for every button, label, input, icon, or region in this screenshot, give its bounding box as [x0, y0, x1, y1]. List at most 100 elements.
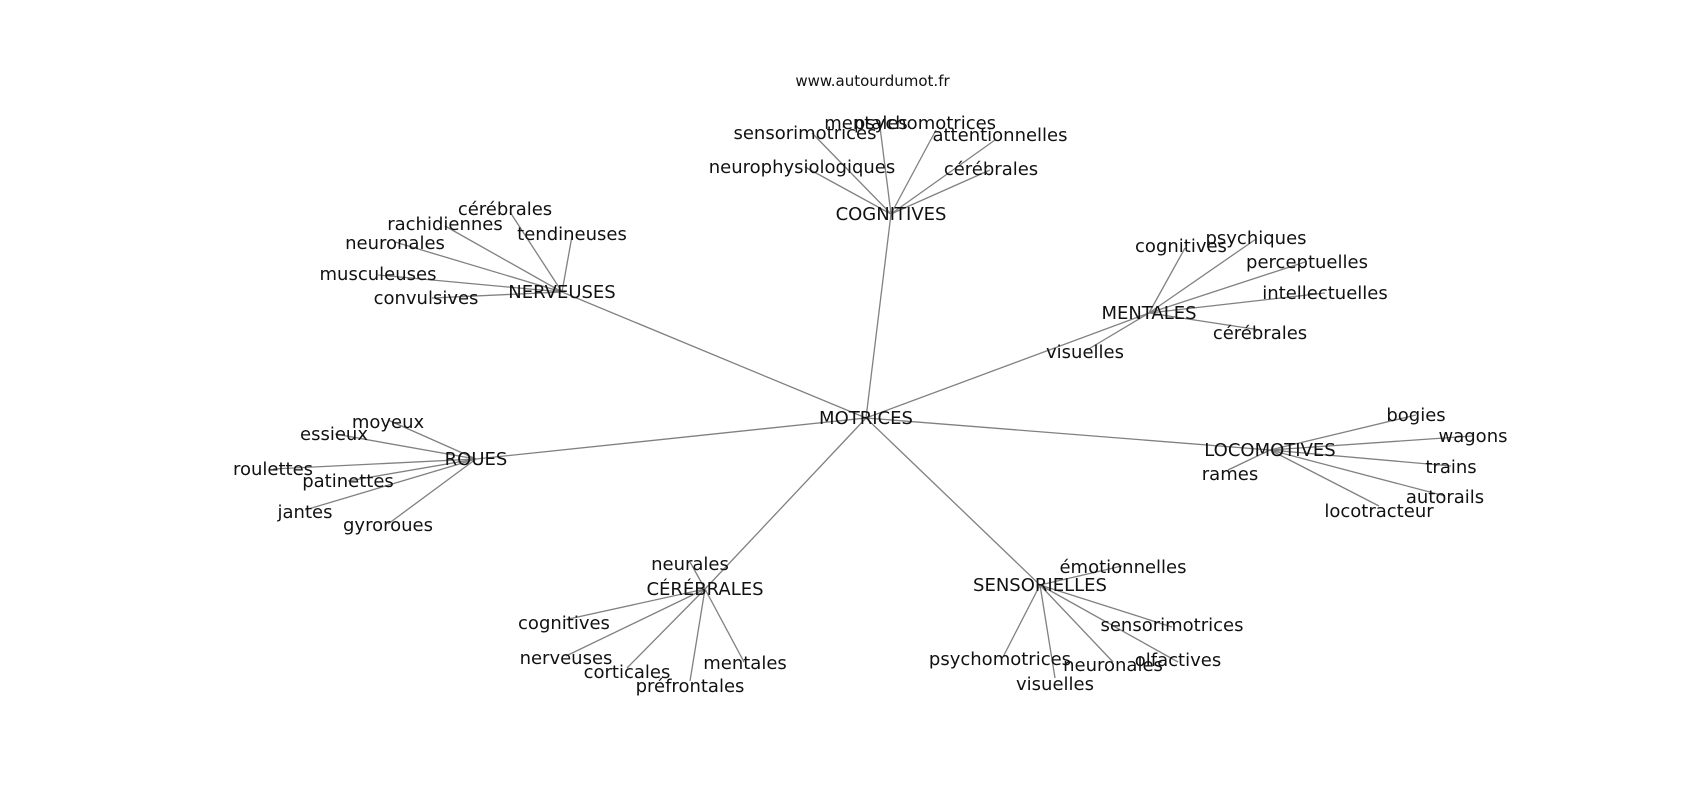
edge-hub-to-leaf [704, 588, 745, 663]
leaf-node-label: trains [1425, 457, 1476, 478]
edge-hub-to-leaf [1086, 312, 1150, 351]
edge-hub-to-leaf [1269, 414, 1417, 451]
leaf-node-label: sensorimotrices [1100, 615, 1243, 636]
edge-hub-to-leaf [387, 419, 477, 460]
edge-hub-to-leaf [804, 166, 892, 215]
leaf-node-label: moyeux [352, 412, 425, 433]
edge-root-to-hub [475, 417, 867, 460]
edge-hub-to-leaf [565, 588, 706, 657]
edge-root-to-hub [865, 417, 1271, 451]
leaf-node-label: préfrontales [636, 676, 745, 697]
edge-hub-to-leaf [304, 458, 477, 511]
hub-node-label: CÉRÉBRALES [646, 578, 763, 600]
leaf-node-label: corticales [584, 662, 671, 683]
leaf-node-label: gyroroues [343, 515, 433, 536]
leaf-node-label: essieux [300, 424, 368, 445]
leaf-node-label: locotracteur [1324, 501, 1434, 522]
edge-hub-to-leaf [626, 588, 706, 669]
labels-layer: MOTRICESCOGNITIVESsensorimotricesmentale… [233, 113, 1508, 697]
edge-hub-to-leaf [334, 433, 477, 460]
leaf-node-label: autorails [1406, 487, 1484, 508]
leaf-node-label: psychiques [1205, 228, 1306, 249]
leaf-node-label: attentionnelles [932, 125, 1067, 146]
leaf-node-label: cérébrales [1213, 323, 1307, 344]
hub-node-label: ROUES [445, 449, 508, 470]
hub-node-label: MENTALES [1101, 303, 1196, 324]
leaf-node-label: wagons [1439, 426, 1508, 447]
leaf-node-label: musculeuses [320, 264, 437, 285]
edge-hub-to-leaf [1148, 261, 1306, 314]
leaf-node-label: mentales [824, 113, 908, 134]
edge-hub-to-leaf [563, 588, 706, 621]
edge-hub-to-leaf [1148, 312, 1261, 331]
leaf-node-label: mentales [703, 653, 787, 674]
hub-node-label: COGNITIVES [836, 204, 947, 225]
leaf-node-label: psychomotrices [854, 113, 996, 134]
edge-hub-to-leaf [377, 274, 563, 293]
edge-hub-to-leaf [689, 588, 706, 682]
edge-hub-to-leaf [431, 291, 563, 299]
leaf-node-label: visuelles [1046, 342, 1124, 363]
leaf-node-label: neuronales [345, 233, 445, 254]
edge-hub-to-leaf [394, 241, 563, 293]
hub-node-label: NERVEUSES [508, 282, 615, 303]
root-node-label: MOTRICES [819, 408, 913, 429]
edge-hub-to-leaf [444, 225, 563, 293]
edge-hub-to-leaf [387, 458, 477, 525]
leaf-node-label: perceptuelles [1246, 252, 1368, 273]
leaf-node-label: rames [1202, 464, 1258, 485]
leaf-node-label: neuronales [1063, 655, 1163, 676]
leaf-node-label: cérébrales [458, 199, 552, 220]
leaf-node-label: rachidiennes [387, 214, 503, 235]
leaf-node-label: convulsives [374, 288, 479, 309]
edge-hub-to-leaf [1039, 565, 1123, 586]
edge-hub-to-leaf [1039, 584, 1114, 663]
leaf-node-label: nerveuses [520, 648, 613, 669]
leaf-node-label: patinettes [302, 471, 394, 492]
edges-layer [272, 126, 1474, 682]
leaf-node-label: cérébrales [944, 159, 1038, 180]
edge-hub-to-leaf [890, 169, 991, 215]
edge-hub-to-leaf [811, 132, 892, 215]
edge-hub-to-leaf [1269, 449, 1380, 507]
edge-root-to-hub [561, 291, 867, 419]
leaf-node-label: sensorimotrices [733, 123, 876, 144]
edge-root-to-hub [865, 213, 892, 419]
hub-node-label: SENSORIELLES [973, 575, 1107, 596]
edge-hub-to-leaf [879, 126, 892, 215]
leaf-node-label: roulettes [233, 459, 313, 480]
edge-hub-to-leaf [272, 458, 477, 470]
edge-hub-to-leaf [1039, 584, 1173, 628]
edge-hub-to-leaf [1039, 584, 1179, 663]
edge-hub-to-leaf [1269, 449, 1452, 467]
leaf-node-label: jantes [277, 502, 333, 523]
leaf-node-label: cognitives [518, 613, 610, 634]
edge-hub-to-leaf [1269, 435, 1474, 451]
edge-hub-to-leaf [509, 211, 563, 293]
edge-hub-to-leaf [1002, 584, 1041, 658]
edge-hub-to-leaf [1148, 247, 1186, 314]
leaf-node-label: olfactives [1135, 650, 1221, 671]
leaf-node-label: bogies [1386, 405, 1445, 426]
leaf-node-label: émotionnelles [1059, 557, 1186, 578]
edge-root-to-hub [704, 417, 867, 590]
edge-hub-to-leaf [1227, 449, 1271, 471]
edge-root-to-hub [865, 417, 1041, 586]
edge-root-to-hub [865, 312, 1150, 419]
hub-node-label: LOCOMOTIVES [1204, 440, 1335, 461]
edge-hub-to-leaf [689, 561, 706, 590]
edge-hub-to-leaf [347, 458, 477, 482]
edge-hub-to-leaf [1269, 449, 1446, 497]
leaf-node-label: tendineuses [517, 224, 627, 245]
leaf-node-label: neurophysiologiques [709, 157, 896, 178]
leaf-node-label: intellectuelles [1262, 283, 1388, 304]
leaf-node-label: visuelles [1016, 674, 1094, 695]
leaf-node-label: cognitives [1135, 236, 1227, 257]
edge-hub-to-leaf [1148, 292, 1326, 314]
leaf-node-label: neurales [651, 554, 729, 575]
edge-hub-to-leaf [561, 235, 573, 293]
edge-hub-to-leaf [890, 139, 996, 215]
edge-hub-to-leaf [890, 129, 937, 215]
